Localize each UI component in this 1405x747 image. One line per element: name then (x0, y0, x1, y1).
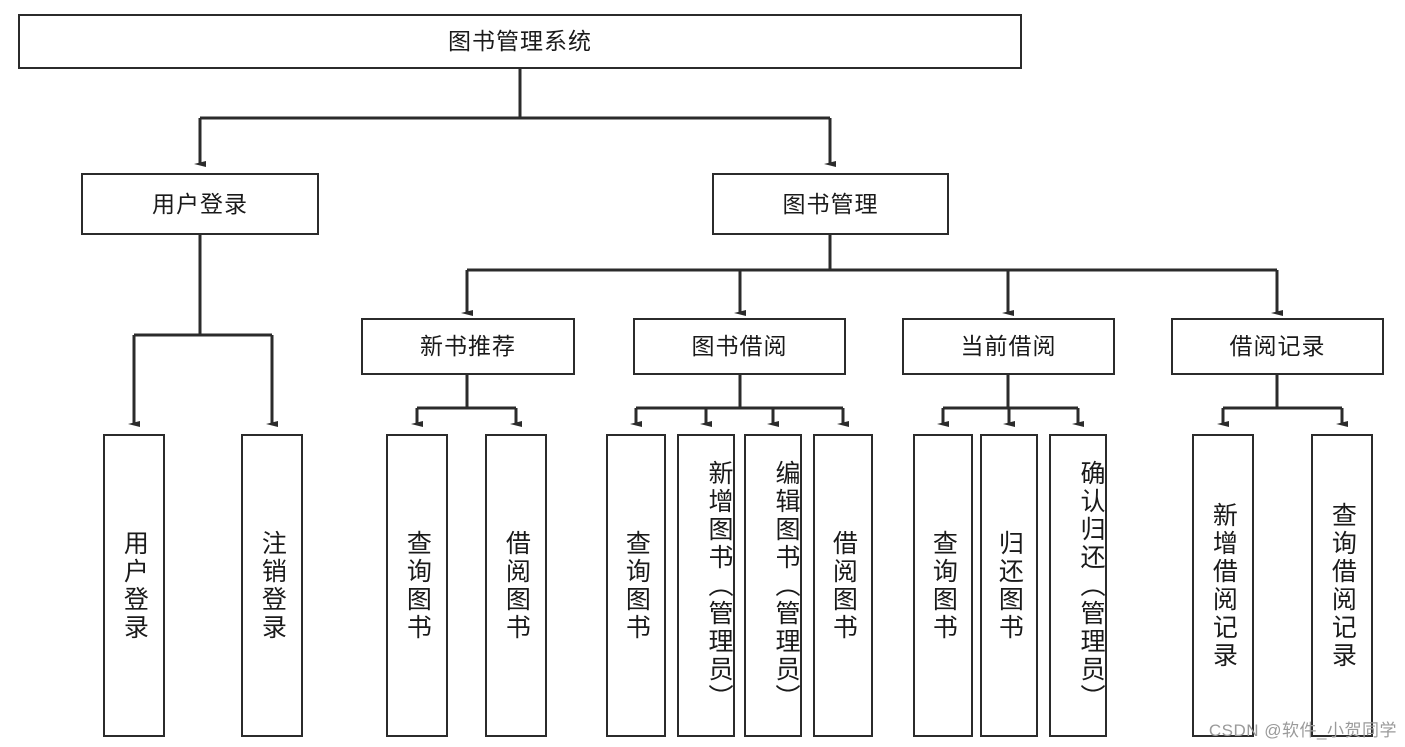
leaf-cu-query-book[interactable]: 查询图书 (913, 434, 973, 737)
leaf-re-query-record[interactable]: 查询借阅记录 (1311, 434, 1373, 737)
leaf-bo-edit-book-admin[interactable]: 编辑图书（管理员） (744, 434, 802, 737)
node-book-borrow[interactable]: 图书借阅 (633, 318, 846, 375)
node-new-book-recommend[interactable]: 新书推荐 (361, 318, 575, 375)
node-user-login[interactable]: 用户登录 (81, 173, 319, 235)
leaf-re-query-record-label: 查询借阅记录 (1328, 501, 1357, 670)
leaf-bo-query-book[interactable]: 查询图书 (606, 434, 666, 737)
leaf-logout[interactable]: 注销登录 (241, 434, 303, 737)
node-borrow-records[interactable]: 借阅记录 (1171, 318, 1384, 375)
leaf-bo-query-book-label: 查询图书 (622, 529, 651, 642)
node-root-label: 图书管理系统 (448, 28, 592, 55)
leaf-cu-confirm-return-admin-label: 确认归还（管理员） (1077, 459, 1105, 712)
leaf-bo-borrow-book[interactable]: 借阅图书 (813, 434, 873, 737)
leaf-cu-return-book-label: 归还图书 (995, 529, 1024, 642)
node-new-book-recommend-label: 新书推荐 (420, 333, 516, 360)
node-root-system[interactable]: 图书管理系统 (18, 14, 1022, 69)
node-user-login-label: 用户登录 (152, 190, 248, 217)
leaf-bo-add-book-admin-label: 新增图书（管理员） (705, 459, 733, 712)
csdn-watermark: CSDN @软件_小贺同学 (1208, 721, 1397, 740)
node-current-borrow-label: 当前借阅 (960, 333, 1057, 360)
node-book-borrow-label: 图书借阅 (691, 333, 788, 360)
leaf-cu-query-book-label: 查询图书 (929, 529, 958, 642)
node-current-borrow[interactable]: 当前借阅 (902, 318, 1115, 375)
leaf-cu-confirm-return-admin[interactable]: 确认归还（管理员） (1049, 434, 1107, 737)
leaf-nb-borrow-book[interactable]: 借阅图书 (485, 434, 547, 737)
leaf-nb-query-book[interactable]: 查询图书 (386, 434, 448, 737)
leaf-bo-add-book-admin[interactable]: 新增图书（管理员） (677, 434, 735, 737)
leaf-cu-return-book[interactable]: 归还图书 (980, 434, 1038, 737)
leaf-logout-label: 注销登录 (258, 529, 287, 642)
leaf-nb-query-book-label: 查询图书 (403, 529, 432, 642)
leaf-bo-borrow-book-label: 借阅图书 (829, 529, 858, 642)
leaf-bo-edit-book-admin-label: 编辑图书（管理员） (772, 459, 800, 712)
leaf-user-login[interactable]: 用户登录 (103, 434, 165, 737)
node-book-management-label: 图书管理 (782, 190, 879, 217)
leaf-user-login-label: 用户登录 (120, 529, 149, 642)
leaf-nb-borrow-book-label: 借阅图书 (502, 529, 531, 642)
node-borrow-records-label: 借阅记录 (1229, 333, 1326, 360)
leaf-re-add-record-label: 新增借阅记录 (1209, 501, 1238, 670)
leaf-re-add-record[interactable]: 新增借阅记录 (1192, 434, 1254, 737)
node-book-management[interactable]: 图书管理 (712, 173, 949, 235)
